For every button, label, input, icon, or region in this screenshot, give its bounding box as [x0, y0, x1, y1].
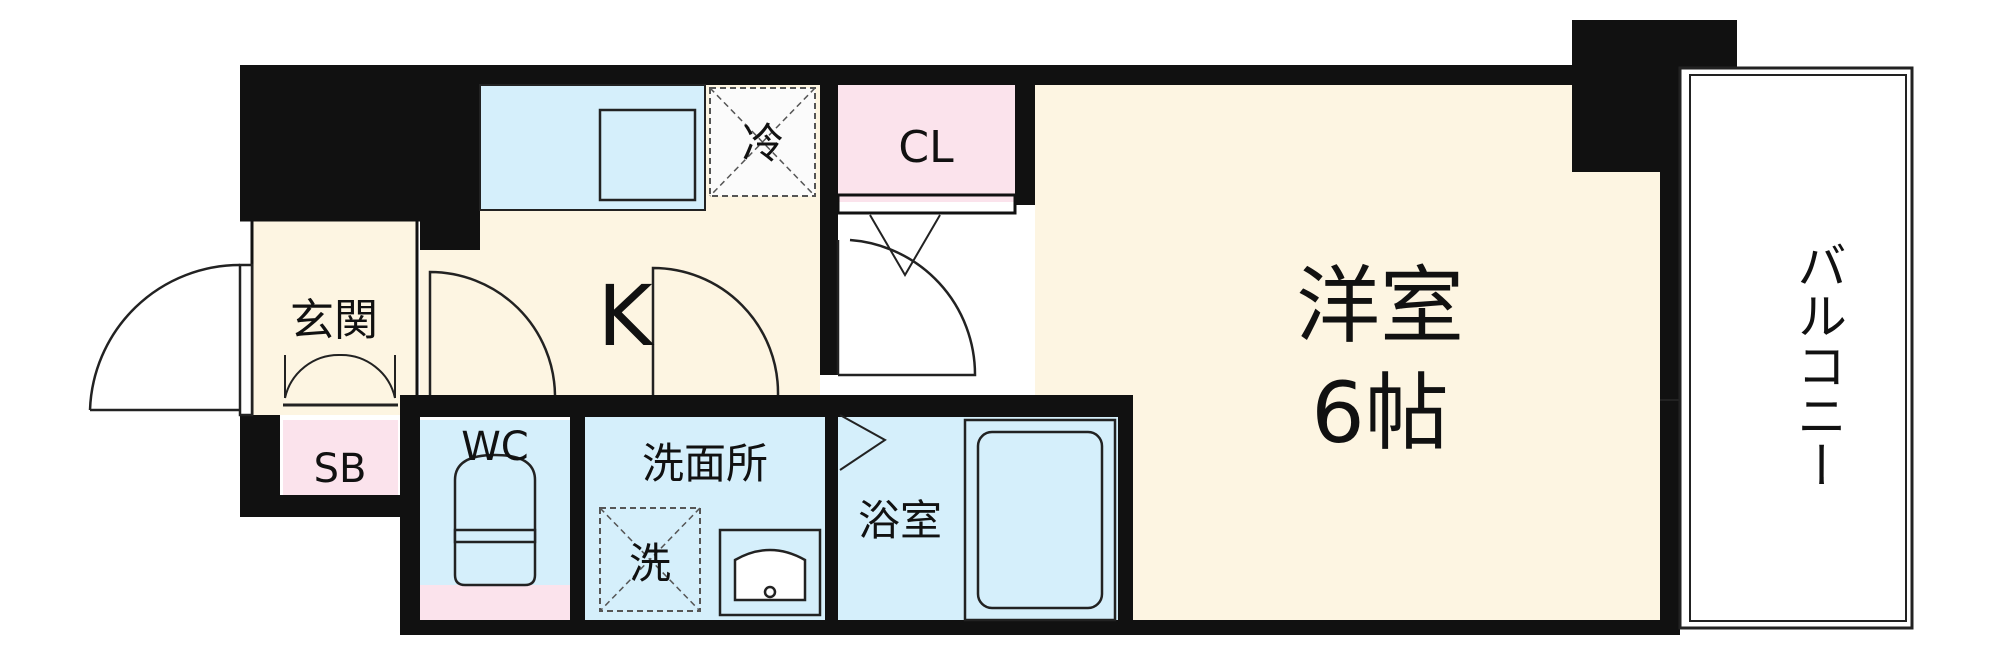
balcony-label: バルコニー [1789, 240, 1847, 490]
kitchen-label: K [597, 267, 654, 365]
washroom-label: 洗面所 [642, 439, 768, 488]
western-room-door [836, 238, 977, 377]
kitchen-floor [420, 210, 820, 405]
shoe-box-label: SB [314, 446, 367, 492]
western-room-label: 洋室 [1296, 257, 1464, 355]
fridge-label: 冷 [742, 119, 784, 168]
washroom-door [651, 266, 780, 396]
bathtub-icon [963, 418, 1117, 622]
toilet-door [428, 270, 557, 396]
walls [240, 20, 1737, 635]
kitchen-counter [480, 85, 705, 210]
toilet-icon [453, 453, 537, 587]
toilet-label: WC [461, 424, 528, 470]
kitchen-sink [598, 108, 697, 202]
fridge-space [709, 87, 816, 197]
closet-label: CL [898, 122, 954, 173]
toilet-mat [420, 585, 570, 620]
washer-space [599, 507, 701, 612]
washer-label: 洗 [629, 539, 671, 588]
entrance-door [88, 263, 254, 417]
partitions [240, 193, 1678, 562]
closet-door [869, 214, 941, 277]
shoe-box-floor [283, 420, 398, 495]
western-room-size: 6帖 [1311, 364, 1448, 462]
bathroom-label: 浴室 [858, 496, 942, 545]
entrance-label: 玄関 [290, 295, 378, 346]
balcony-area [1678, 66, 1914, 630]
closet-floor [838, 82, 1015, 202]
wash-basin-icon [718, 528, 822, 617]
shoe-box-doors [283, 353, 398, 407]
bathroom-door [839, 414, 887, 471]
